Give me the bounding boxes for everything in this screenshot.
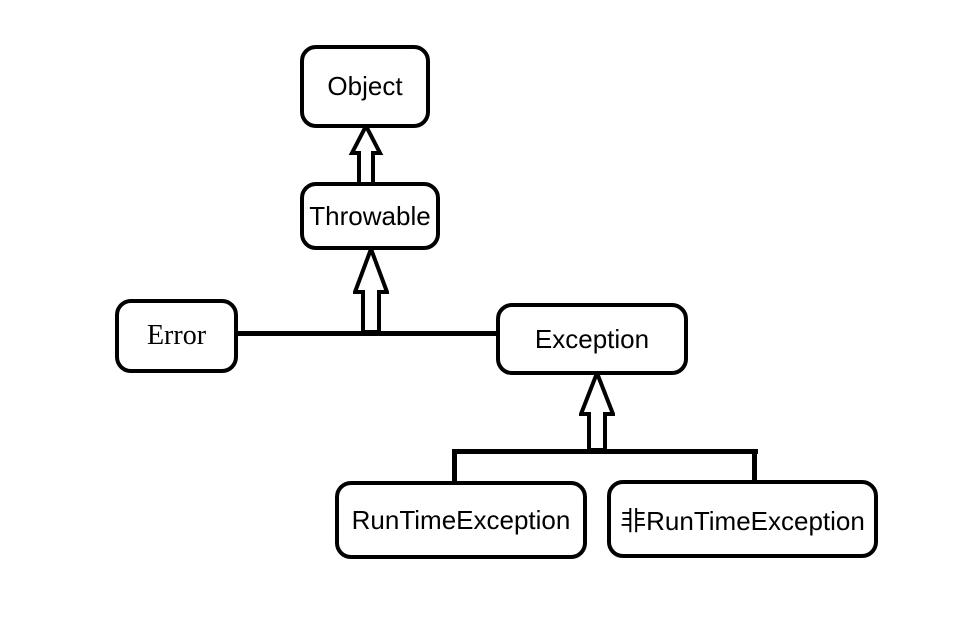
edge-line-branch-right-stub	[752, 449, 757, 483]
class-node-object: Object	[300, 45, 430, 128]
class-label-throwable: Throwable	[309, 200, 431, 231]
inheritance-arrow-error-exception-to-throwable	[353, 247, 389, 334]
class-node-exception: Exception	[496, 303, 688, 375]
class-label-non-runtimeexception: 非RunTimeException	[620, 505, 865, 536]
inheritance-arrow-throwable-to-object	[348, 124, 384, 186]
edge-line-branch-left-stub	[452, 449, 457, 484]
class-label-runtimeexception: RunTimeException	[351, 504, 571, 535]
class-node-error: Error	[115, 299, 238, 373]
class-node-runtimeexception: RunTimeException	[335, 481, 587, 559]
class-label-error: Error	[146, 320, 207, 351]
class-node-non-runtimeexception: 非RunTimeException	[607, 480, 878, 558]
class-label-object: Object	[327, 71, 403, 101]
inheritance-arrow-subclasses-to-exception	[579, 371, 615, 452]
class-node-throwable: Throwable	[300, 182, 440, 250]
class-label-exception: Exception	[534, 323, 650, 354]
